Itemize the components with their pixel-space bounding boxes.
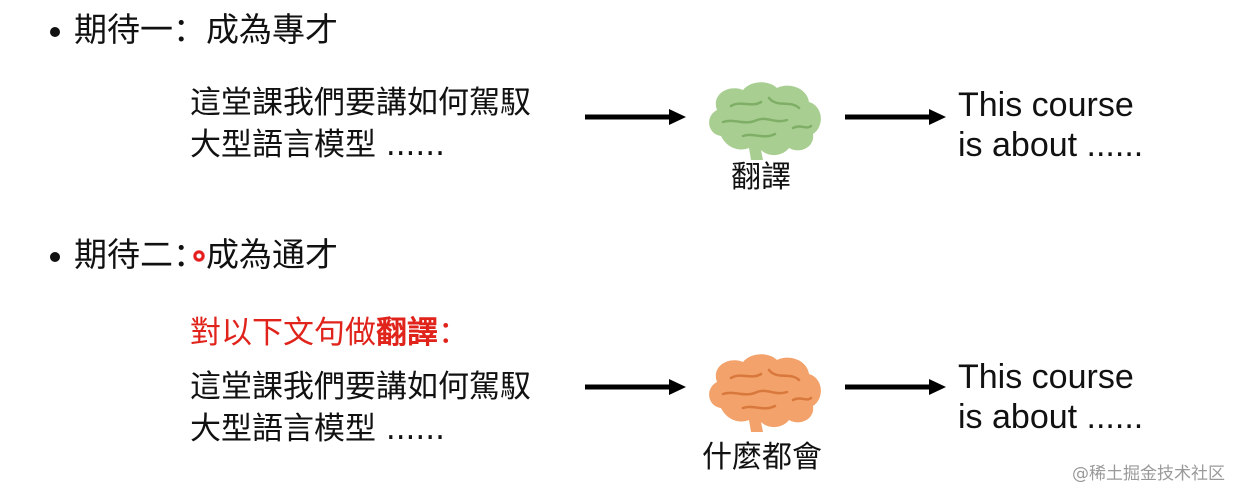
- brain-icon: [709, 82, 821, 160]
- brain-caption: 翻譯: [731, 160, 791, 195]
- input-line: 大型語言模型 ......: [190, 411, 445, 447]
- output-text-1: This course is about ......: [958, 85, 1143, 165]
- arrow-right-icon: [585, 379, 686, 395]
- output-line: This course: [958, 86, 1134, 124]
- output-text-2: This course is about ......: [958, 357, 1143, 437]
- output-line: is about ......: [958, 126, 1144, 164]
- bullet-expectation-1: 期待一：成為專才: [50, 10, 338, 50]
- bullet-dot: [50, 26, 60, 37]
- bullet-text: 期待二：成為通才: [74, 235, 338, 274]
- arrow-right-icon: [845, 379, 946, 395]
- arrow-right-icon: [585, 109, 686, 125]
- input-line: 這堂課我們要講如何駕馭: [190, 85, 531, 121]
- input-text-2: 這堂課我們要講如何駕馭 大型語言模型 ......: [190, 366, 531, 450]
- instruction-text: 對以下文句做翻譯：: [190, 315, 469, 351]
- brain-caption: 什麼都會: [702, 440, 822, 475]
- input-text-1: 這堂課我們要講如何駕馭 大型語言模型 ......: [190, 82, 531, 166]
- laser-pointer-icon: [193, 250, 205, 262]
- bullet-text: 期待一：成為專才: [74, 10, 338, 49]
- input-line: 這堂課我們要講如何駕馭: [190, 369, 531, 405]
- bullet-expectation-2: 期待二：成為通才: [50, 235, 338, 275]
- output-line: is about ......: [958, 398, 1144, 436]
- arrow-right-icon: [845, 109, 946, 125]
- bullet-dot: [50, 251, 60, 262]
- brain-icon: [709, 354, 821, 432]
- watermark: @稀土掘金技术社区: [1072, 464, 1225, 484]
- input-line: 大型語言模型 ......: [190, 127, 445, 163]
- output-line: This course: [958, 358, 1134, 396]
